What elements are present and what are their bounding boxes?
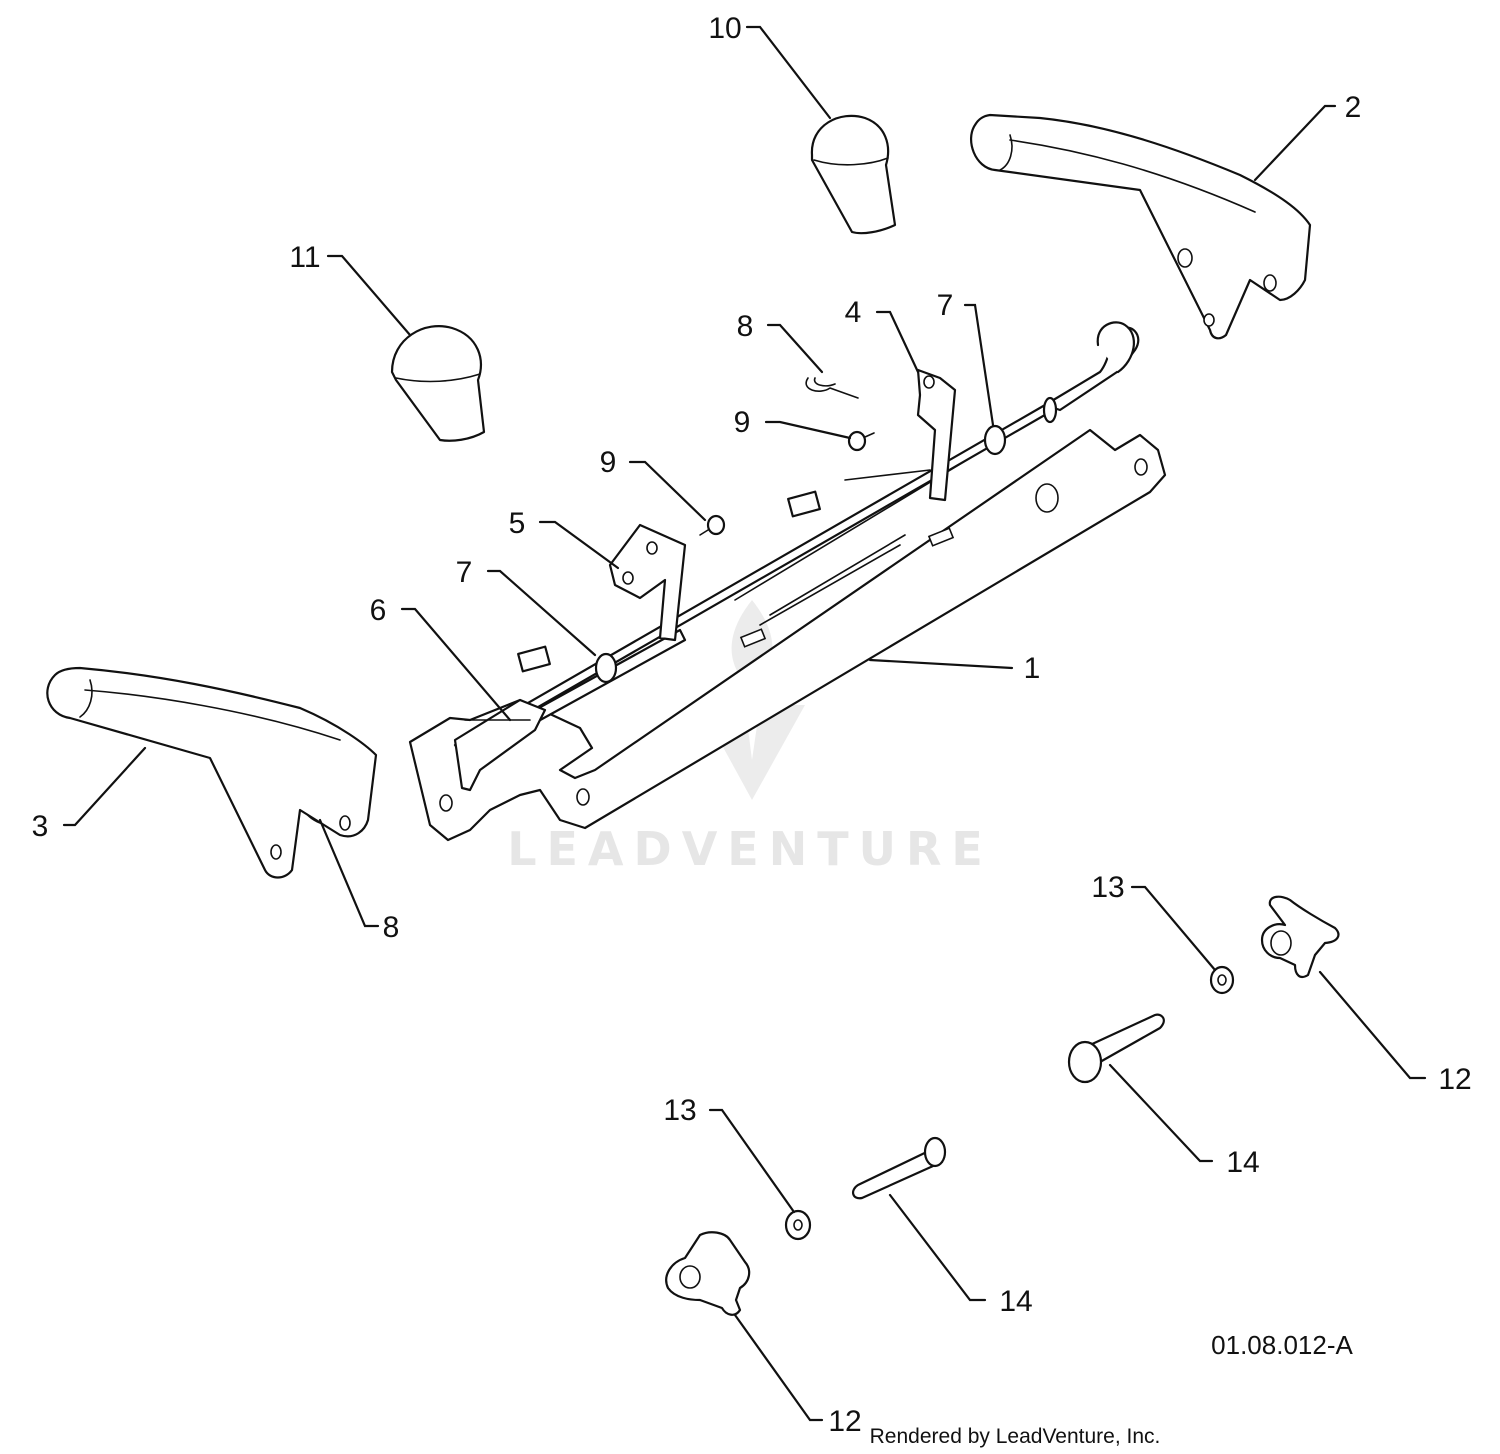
part-12-knob-lower <box>665 1231 751 1316</box>
figure-id: 01.08.012-A <box>1211 1330 1353 1360</box>
callout-13-left: 13 <box>663 1094 696 1127</box>
part-6-assembly <box>453 490 821 792</box>
callout-13-right: 13 <box>1091 871 1124 904</box>
callout-8-bottom: 8 <box>383 911 400 944</box>
part-14-bolt-upper <box>1067 1013 1165 1084</box>
callout-14-right: 14 <box>1226 1146 1259 1179</box>
part-12-knob-upper <box>1260 895 1340 979</box>
part-10-knob <box>810 114 897 235</box>
callout-1: 1 <box>1024 652 1041 685</box>
callout-14-left: 14 <box>999 1285 1032 1318</box>
part-3-handle-cover <box>46 666 378 879</box>
part-7-spacers <box>594 396 1058 684</box>
callout-8-top: 8 <box>737 310 754 343</box>
callout-5: 5 <box>509 507 526 540</box>
callout-7-right: 7 <box>937 289 954 322</box>
leader-lines <box>62 25 1427 1422</box>
callout-labels: 10 2 11 8 4 7 9 9 5 7 6 1 3 8 13 12 14 1… <box>32 12 1472 1438</box>
part-9-screws <box>699 430 875 536</box>
part-2-handle-cover <box>970 113 1312 340</box>
callout-9-lower: 9 <box>600 446 617 479</box>
callout-10: 10 <box>708 12 741 45</box>
part-5-bracket <box>608 523 687 642</box>
render-credit: Rendered by LeadVenture, Inc. <box>870 1425 1161 1448</box>
callout-12-left: 12 <box>828 1405 861 1438</box>
callout-11: 11 <box>289 241 320 274</box>
watermark-text: LEADVENTURE <box>507 822 993 876</box>
callout-7-left: 7 <box>456 556 473 589</box>
part-13-washers <box>784 965 1235 1241</box>
callout-6: 6 <box>370 594 387 627</box>
part-4-bracket <box>844 368 957 502</box>
callout-4: 4 <box>845 296 862 329</box>
part-11-knob <box>390 325 486 442</box>
watermark: LEADVENTURE <box>507 600 993 876</box>
part-14-bolt-lower <box>852 1136 947 1200</box>
callout-2: 2 <box>1345 91 1362 124</box>
callout-3: 3 <box>32 810 49 843</box>
callout-12-right: 12 <box>1438 1063 1471 1096</box>
part-1-bracket-plate <box>408 428 1167 842</box>
callout-9-upper: 9 <box>734 406 751 439</box>
